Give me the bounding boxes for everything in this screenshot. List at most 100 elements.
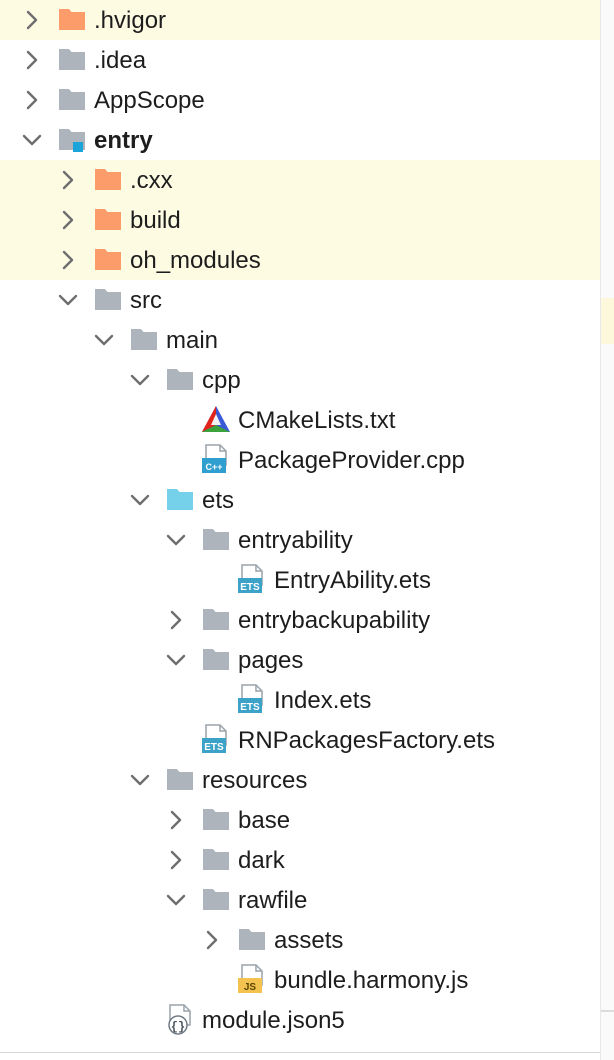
tree-row-label: CMakeLists.txt xyxy=(238,407,396,434)
tree-row-label: entry xyxy=(94,127,153,154)
tree-row[interactable]: oh_modules xyxy=(0,240,600,280)
folder-icon xyxy=(164,363,196,395)
tree-row[interactable]: C++ PackageProvider.cpp xyxy=(0,440,600,480)
tree-row-label: .idea xyxy=(94,47,147,74)
tree-row[interactable]: build xyxy=(0,200,600,240)
cmake-file-icon xyxy=(200,403,232,435)
folder-icon xyxy=(200,603,232,635)
chevron-right-icon[interactable] xyxy=(200,928,224,952)
tree-row-label: entrybackupability xyxy=(238,607,431,634)
folder-icon xyxy=(200,883,232,915)
tree-row-label: main xyxy=(166,327,219,354)
chevron-down-icon[interactable] xyxy=(128,368,152,392)
chevron-right-icon[interactable] xyxy=(20,88,44,112)
chevron-down-icon[interactable] xyxy=(164,888,188,912)
chevron-right-icon[interactable] xyxy=(56,248,80,272)
tree-row[interactable]: {} module.json5 xyxy=(0,1000,600,1040)
tree-row-label: .hvigor xyxy=(94,7,167,34)
source-folder-icon xyxy=(164,483,196,515)
folder-excluded-icon xyxy=(92,163,124,195)
svg-text:JS: JS xyxy=(244,982,257,993)
js-file-icon: JS xyxy=(236,963,268,995)
chevron-right-icon[interactable] xyxy=(56,168,80,192)
tree-row[interactable]: cpp xyxy=(0,360,600,400)
tree-row[interactable]: .cxx xyxy=(0,160,600,200)
folder-icon xyxy=(200,843,232,875)
folder-icon xyxy=(56,43,88,75)
chevron-down-icon[interactable] xyxy=(20,128,44,152)
folder-excluded-icon xyxy=(92,203,124,235)
chevron-right-icon[interactable] xyxy=(164,848,188,872)
chevron-down-icon[interactable] xyxy=(164,648,188,672)
tree-row-label: EntryAbility.ets xyxy=(274,567,431,594)
tree-row[interactable]: base xyxy=(0,800,600,840)
tree-row[interactable]: pages xyxy=(0,640,600,680)
tree-row-label: cpp xyxy=(202,367,241,394)
folder-icon xyxy=(200,643,232,675)
tree-row[interactable]: resources xyxy=(0,760,600,800)
ets-file-icon: ETS xyxy=(236,563,268,595)
tree-row[interactable]: ets xyxy=(0,480,600,520)
tree-row-label: RNPackagesFactory.ets xyxy=(238,727,495,754)
ets-file-icon: ETS xyxy=(236,683,268,715)
chevron-right-icon[interactable] xyxy=(20,48,44,72)
tree-row[interactable]: entrybackupability xyxy=(0,600,600,640)
ets-file-icon: ETS xyxy=(200,723,232,755)
tree-row-label: dark xyxy=(238,847,285,874)
chevron-right-icon[interactable] xyxy=(164,608,188,632)
tree-row[interactable]: rawfile xyxy=(0,880,600,920)
tree-row-label: rawfile xyxy=(238,887,308,914)
vertical-scrollbar[interactable] xyxy=(600,0,614,1060)
folder-excluded-icon xyxy=(56,3,88,35)
tree-row-label: ets xyxy=(202,487,235,514)
tree-row[interactable]: CMakeLists.txt xyxy=(0,400,600,440)
tree-row-label: AppScope xyxy=(94,87,205,114)
tree-row[interactable]: .hvigor xyxy=(0,0,600,40)
tree-row-label: resources xyxy=(202,767,308,794)
chevron-down-icon[interactable] xyxy=(128,768,152,792)
scrollbar-tick xyxy=(601,1010,614,1012)
folder-excluded-icon xyxy=(92,243,124,275)
svg-text:C++: C++ xyxy=(205,462,222,472)
svg-text:ETS: ETS xyxy=(204,742,224,753)
tree-row-label: src xyxy=(130,287,162,314)
folder-icon xyxy=(200,523,232,555)
folder-icon xyxy=(92,283,124,315)
json-file-icon: {} xyxy=(164,1003,196,1035)
chevron-right-icon[interactable] xyxy=(20,8,44,32)
tree-row-label: base xyxy=(238,807,291,834)
tree-row[interactable]: main xyxy=(0,320,600,360)
tree-row-label: module.json5 xyxy=(202,1007,345,1034)
tree-row[interactable]: src xyxy=(0,280,600,320)
tree-row[interactable]: dark xyxy=(0,840,600,880)
tree-row[interactable]: entryability xyxy=(0,520,600,560)
folder-icon xyxy=(200,803,232,835)
tree-row[interactable]: assets xyxy=(0,920,600,960)
chevron-down-icon[interactable] xyxy=(92,328,116,352)
tree-row-label: build xyxy=(130,207,181,234)
tree-row[interactable]: .idea xyxy=(0,40,600,80)
tree-row[interactable]: ETS RNPackagesFactory.ets xyxy=(0,720,600,760)
chevron-down-icon[interactable] xyxy=(164,528,188,552)
chevron-down-icon[interactable] xyxy=(56,288,80,312)
chevron-right-icon[interactable] xyxy=(56,208,80,232)
module-folder-icon xyxy=(56,123,88,155)
tree-row-label: entryability xyxy=(238,527,353,554)
tree-row-label: pages xyxy=(238,647,304,674)
chevron-down-icon[interactable] xyxy=(128,488,152,512)
svg-text:{}: {} xyxy=(171,1020,185,1034)
tree-row[interactable]: entry xyxy=(0,120,600,160)
tree-row[interactable]: AppScope xyxy=(0,80,600,120)
svg-text:ETS: ETS xyxy=(240,702,260,713)
tree-row-label: PackageProvider.cpp xyxy=(238,447,465,474)
tree-row-label: assets xyxy=(274,927,344,954)
tree-row-label: .cxx xyxy=(130,167,173,194)
tree-bottom-divider xyxy=(0,1052,600,1053)
chevron-right-icon[interactable] xyxy=(164,808,188,832)
cpp-file-icon: C++ xyxy=(200,443,232,475)
folder-icon xyxy=(236,923,268,955)
